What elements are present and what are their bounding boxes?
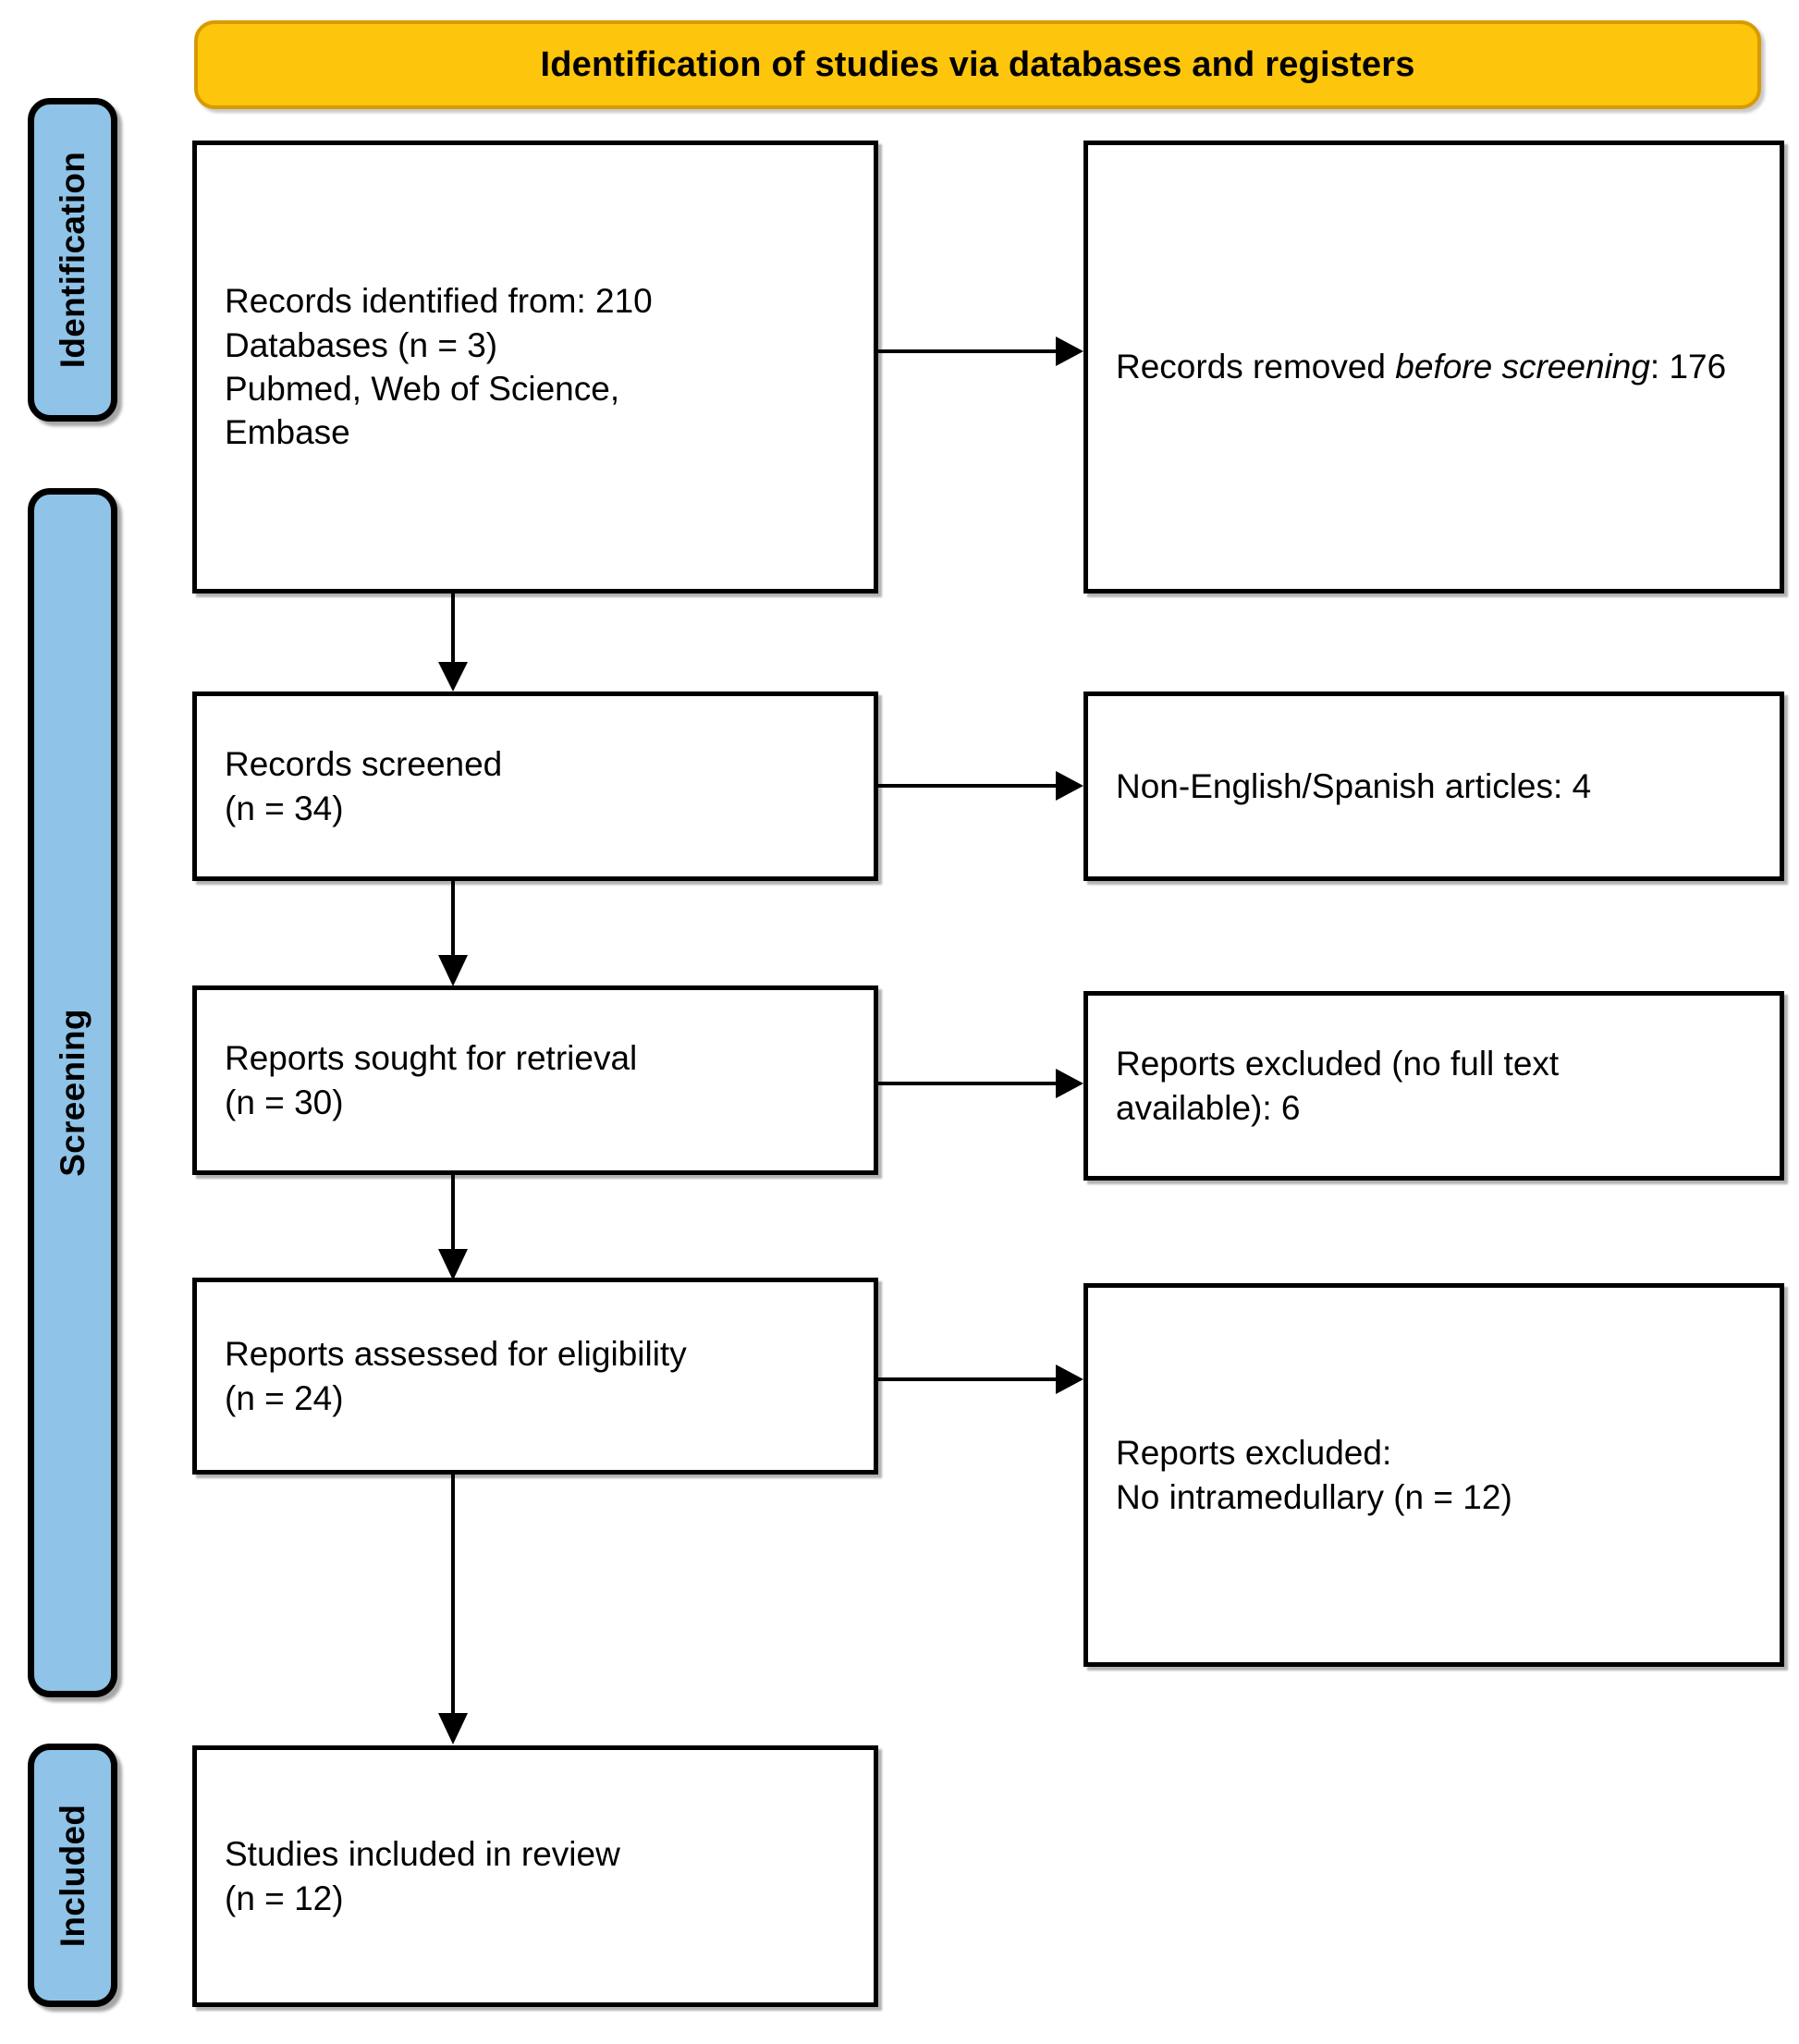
box-reports-excluded-no-full-text-text: Reports excluded (no full text available… (1116, 1045, 1560, 1127)
arrow-sought-to-assessed (433, 1175, 473, 1284)
stage-label-included: Included (53, 1804, 92, 1947)
box-records-removed-text: Records removed before screening: 176 (1088, 345, 1743, 388)
arrow-screened-to-sought (433, 881, 473, 990)
box-records-screened-text: Records screened (n = 34) (225, 745, 503, 827)
arrow-screened-to-non-english (878, 767, 1091, 804)
arrow-assessed-to-studies-included (433, 1475, 473, 1748)
box-reports-excluded-reasons: Reports excluded: No intramedullary (n =… (1083, 1283, 1784, 1667)
box-non-english-excluded: Non-English/Spanish articles: 4 (1083, 692, 1784, 881)
box-reports-excluded-no-full-text: Reports excluded (no full text available… (1083, 991, 1784, 1181)
records-removed-italic: before screening (1395, 348, 1650, 386)
stage-bar-included: Included (28, 1744, 117, 2007)
box-records-identified-text: Records identified from: 210 Databases (… (225, 282, 653, 452)
box-records-removed: Records removed before screening: 176 (1083, 141, 1784, 594)
box-non-english-excluded-text: Non-English/Spanish articles: 4 (1116, 766, 1592, 805)
arrow-assessed-to-excluded-reasons (878, 1361, 1091, 1398)
arrow-sought-to-excluded-no-full-text (878, 1065, 1091, 1102)
diagram-title: Identification of studies via databases … (540, 44, 1415, 84)
box-reports-sought-text: Reports sought for retrieval (n = 30) (225, 1039, 638, 1121)
stage-bar-identification: Identification (28, 98, 117, 422)
diagram-header-banner: Identification of studies via databases … (194, 20, 1761, 109)
box-reports-excluded-reasons-text: Reports excluded: No intramedullary (n =… (1116, 1434, 1512, 1516)
box-studies-included-text: Studies included in review (n = 12) (225, 1835, 620, 1917)
box-records-identified: Records identified from: 210 Databases (… (192, 141, 878, 594)
stage-label-identification: Identification (53, 151, 92, 369)
box-reports-assessed-text: Reports assessed for eligibility (n = 24… (225, 1335, 687, 1417)
arrow-identified-to-removed (878, 333, 1091, 370)
box-reports-sought: Reports sought for retrieval (n = 30) (192, 985, 878, 1175)
box-studies-included: Studies included in review (n = 12) (192, 1745, 878, 2007)
stage-bar-screening: Screening (28, 488, 117, 1697)
records-removed-suffix: : 176 (1649, 348, 1727, 386)
arrow-identified-to-screened (433, 594, 473, 695)
records-removed-prefix: Records removed (1116, 348, 1396, 386)
box-records-screened: Records screened (n = 34) (192, 692, 878, 881)
stage-label-screening: Screening (53, 1009, 92, 1177)
box-reports-assessed: Reports assessed for eligibility (n = 24… (192, 1278, 878, 1475)
